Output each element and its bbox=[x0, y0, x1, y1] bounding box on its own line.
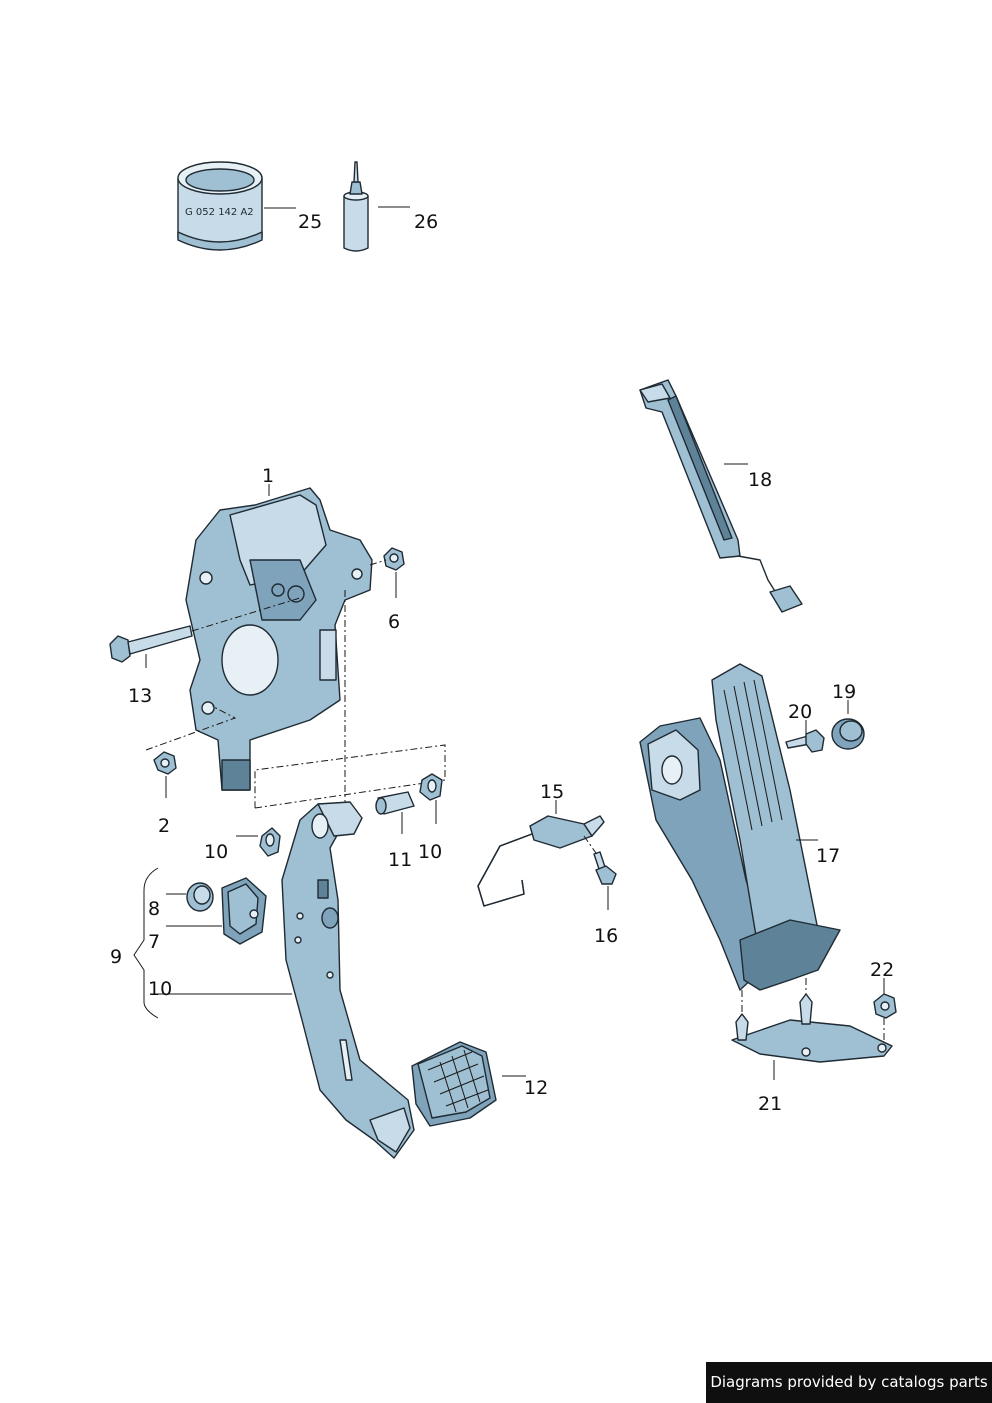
callout-11[interactable]: 11 bbox=[388, 849, 412, 871]
sensor-strip-part-18[interactable] bbox=[639, 379, 803, 613]
callout-13[interactable]: 13 bbox=[128, 685, 152, 707]
callout-6[interactable]: 6 bbox=[388, 611, 400, 633]
cap-part-19[interactable] bbox=[831, 718, 865, 750]
adhesive-bottle-part-26[interactable] bbox=[343, 161, 369, 252]
spring-block-part-7[interactable] bbox=[221, 877, 267, 945]
credit-banner: Diagrams provided by catalogs parts bbox=[706, 1362, 992, 1403]
callout-1[interactable]: 1 bbox=[262, 465, 274, 487]
callout-20[interactable]: 20 bbox=[788, 701, 812, 723]
callout-22[interactable]: 22 bbox=[870, 959, 894, 981]
nut-part-6[interactable] bbox=[383, 547, 405, 571]
callout-26[interactable]: 26 bbox=[414, 211, 438, 233]
callout-18[interactable]: 18 bbox=[748, 469, 772, 491]
nut-part-22[interactable] bbox=[873, 993, 897, 1019]
callout-10-right[interactable]: 10 bbox=[418, 841, 442, 863]
grease-can-part-25[interactable]: G 052 142 A2 bbox=[177, 161, 263, 251]
nut-part-2[interactable] bbox=[153, 751, 177, 775]
bolt-part-13[interactable] bbox=[109, 625, 193, 663]
pedal-pad-part-12[interactable] bbox=[411, 1041, 497, 1127]
callout-8[interactable]: 8 bbox=[148, 898, 160, 920]
callout-10-arm[interactable]: 10 bbox=[148, 978, 172, 1000]
callout-15[interactable]: 15 bbox=[540, 781, 564, 803]
accelerator-pedal-part-17[interactable] bbox=[639, 663, 841, 991]
callout-9[interactable]: 9 bbox=[110, 946, 122, 968]
pedal-bracket-part-1[interactable] bbox=[185, 487, 373, 791]
cap-part-8[interactable] bbox=[186, 882, 214, 912]
bolt-part-20[interactable] bbox=[785, 729, 825, 753]
callout-25[interactable]: 25 bbox=[298, 211, 322, 233]
switch-part-15[interactable] bbox=[477, 815, 605, 907]
callout-17[interactable]: 17 bbox=[816, 845, 840, 867]
callout-2[interactable]: 2 bbox=[158, 815, 170, 837]
callout-19[interactable]: 19 bbox=[832, 681, 856, 703]
clutch-pedal-arm[interactable] bbox=[281, 801, 415, 1159]
grease-can-label: G 052 142 A2 bbox=[185, 207, 254, 218]
sleeve-part-11[interactable] bbox=[375, 791, 415, 815]
bushing-part-10-right[interactable] bbox=[419, 773, 443, 801]
callout-7[interactable]: 7 bbox=[148, 931, 160, 953]
screw-part-16[interactable] bbox=[593, 851, 617, 885]
callout-16[interactable]: 16 bbox=[594, 925, 618, 947]
callout-21[interactable]: 21 bbox=[758, 1093, 782, 1115]
mounting-plate-part-21[interactable] bbox=[731, 993, 893, 1063]
bushing-part-10-left[interactable] bbox=[259, 827, 281, 857]
callout-10-left[interactable]: 10 bbox=[204, 841, 228, 863]
callout-12[interactable]: 12 bbox=[524, 1077, 548, 1099]
